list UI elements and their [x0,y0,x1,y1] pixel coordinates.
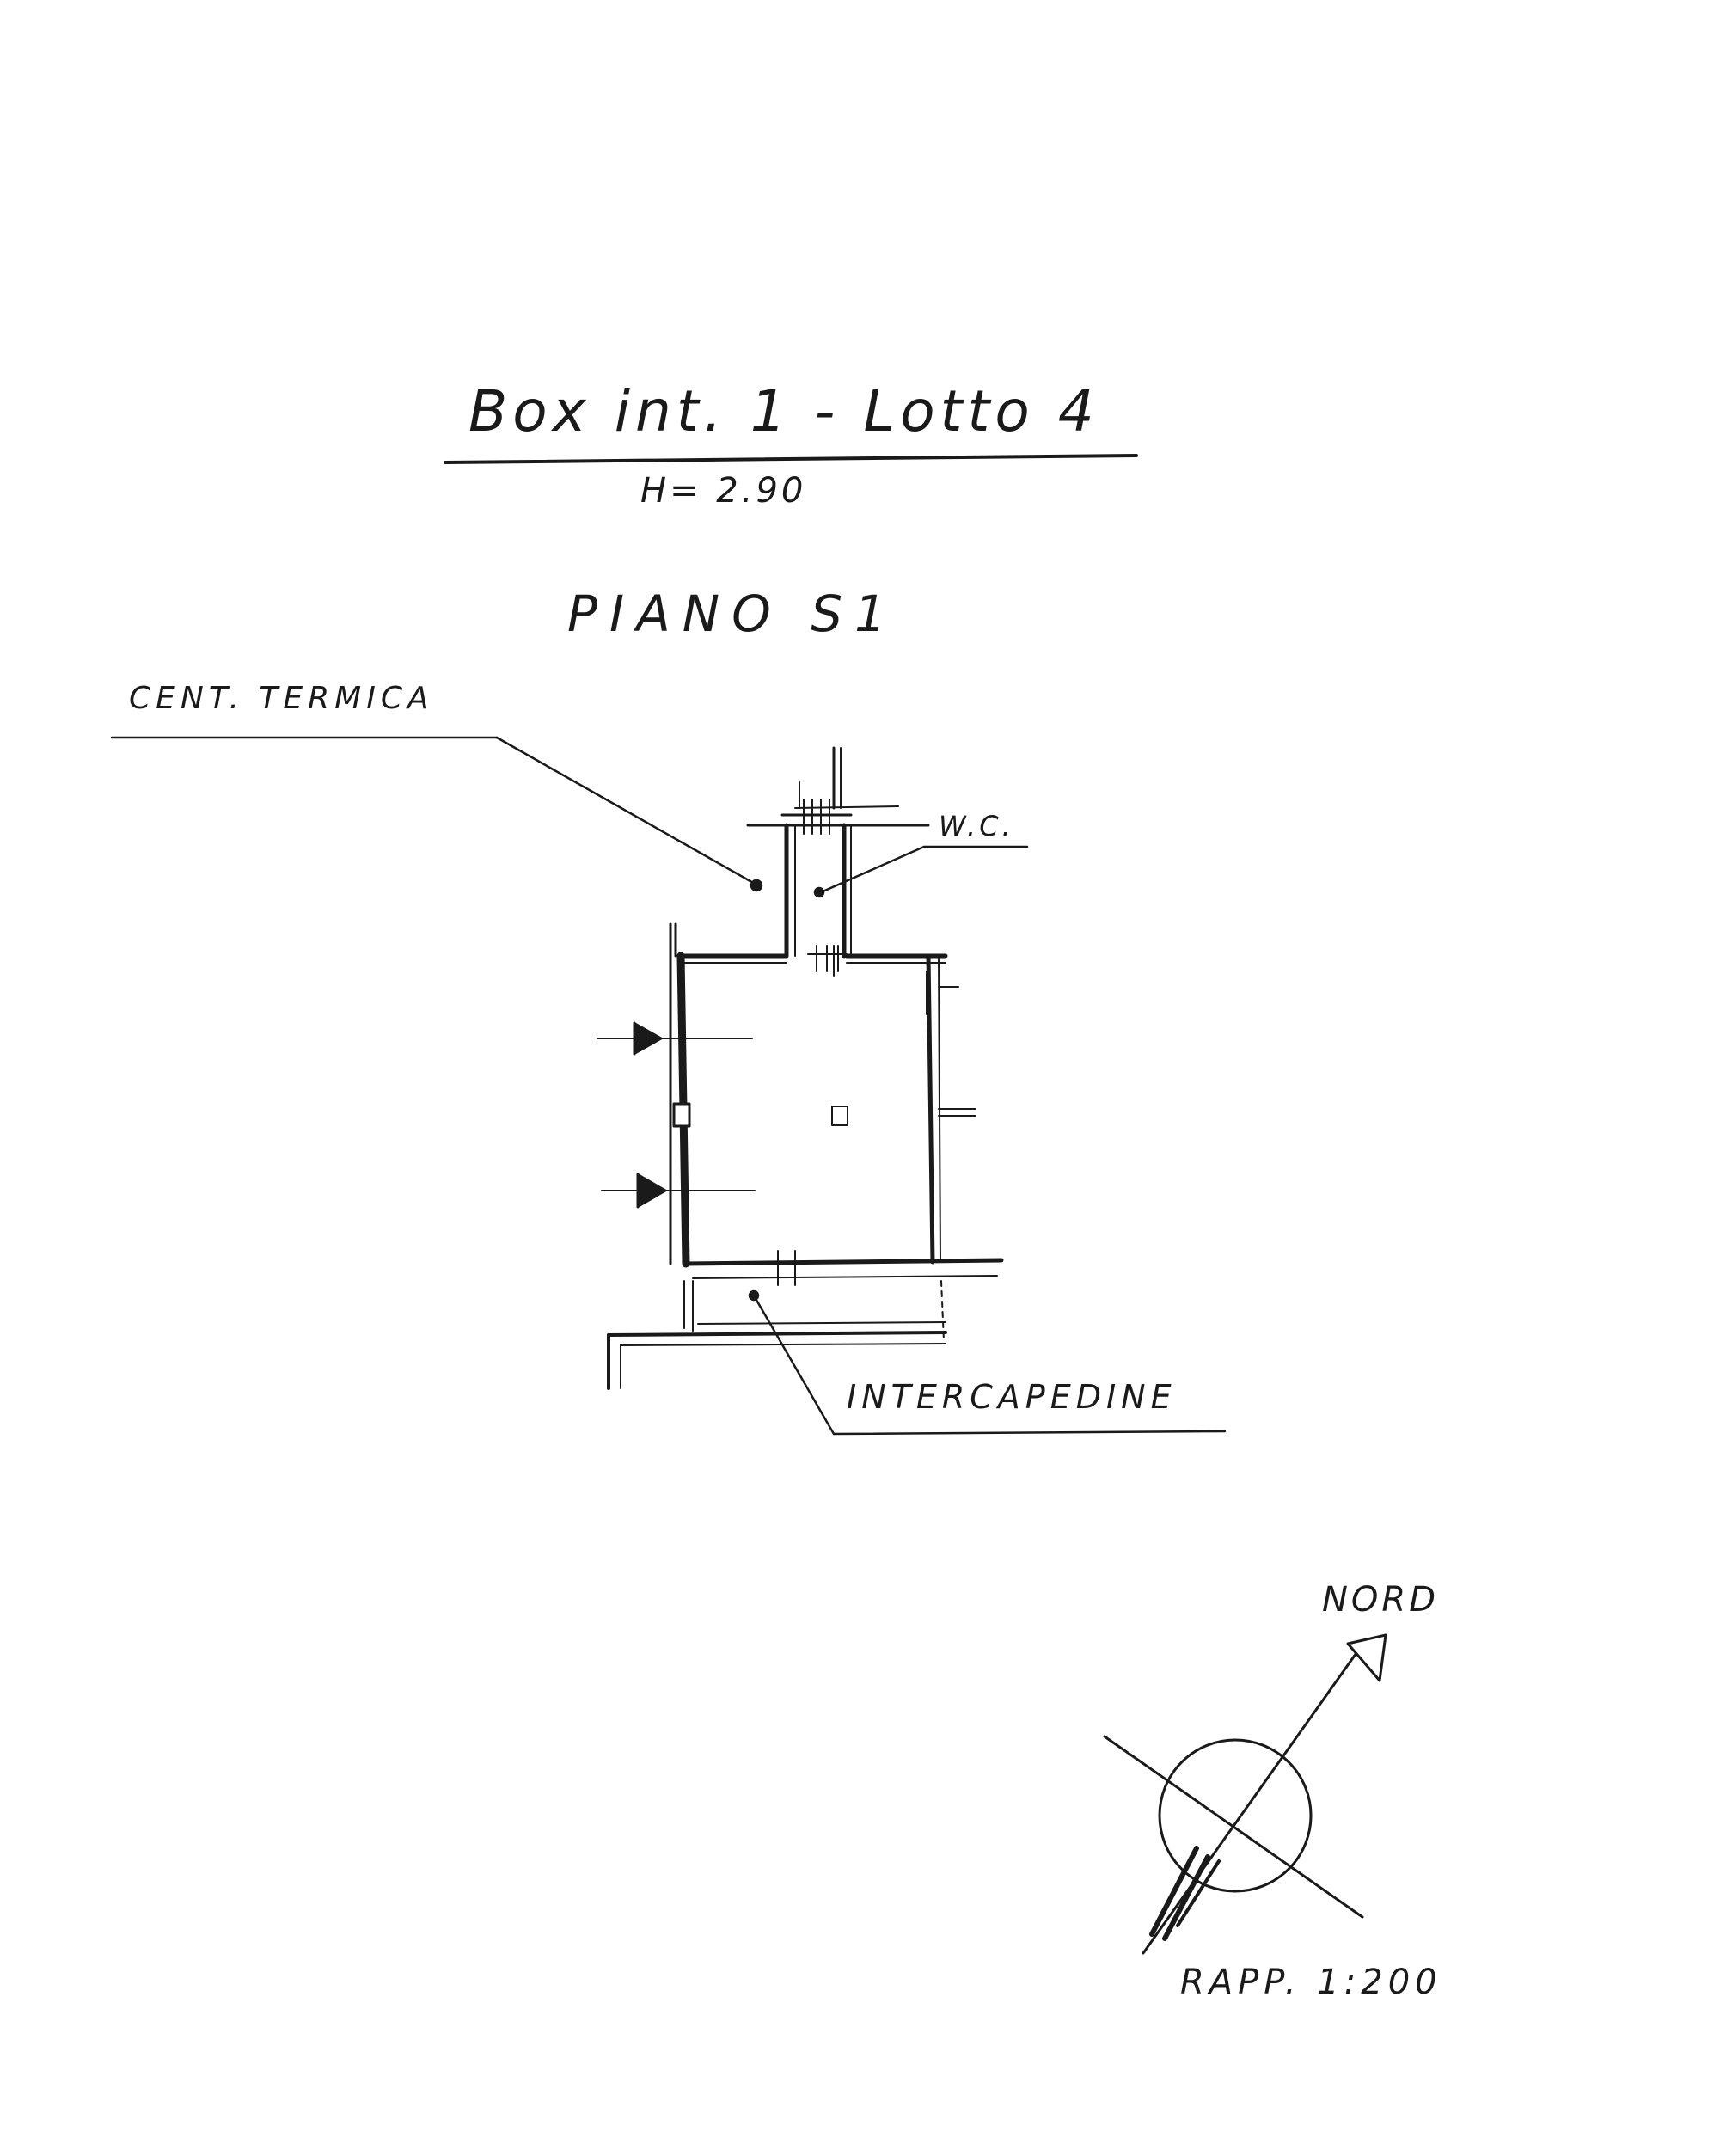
intercapedine-leader [748,1289,1227,1436]
floor-plan-walls [607,746,1004,1390]
entry-arrow-icon [601,1173,756,1209]
label-nord: NORD [1322,1580,1439,1620]
scale-label: RAPP. 1:200 [1180,1963,1442,2002]
wc-leader [813,845,1029,898]
entry-arrow-icon [597,1021,753,1056]
height-label: H= 2.90 [640,471,807,511]
label-cent-termica: CENT. TERMICA [129,681,434,716]
room-symbol [831,1106,848,1126]
label-intercapedine: INTERCAPEDINE [847,1378,1177,1416]
north-arrow-icon [1103,1633,1387,1955]
drawing-title: Box int. 1 - Lotto 4 [468,378,1099,444]
label-wc: W.C. [939,810,1014,842]
cent-termica-leader [110,736,763,892]
floor-label: PIANO S1 [567,585,898,643]
title-underline [444,454,1138,464]
